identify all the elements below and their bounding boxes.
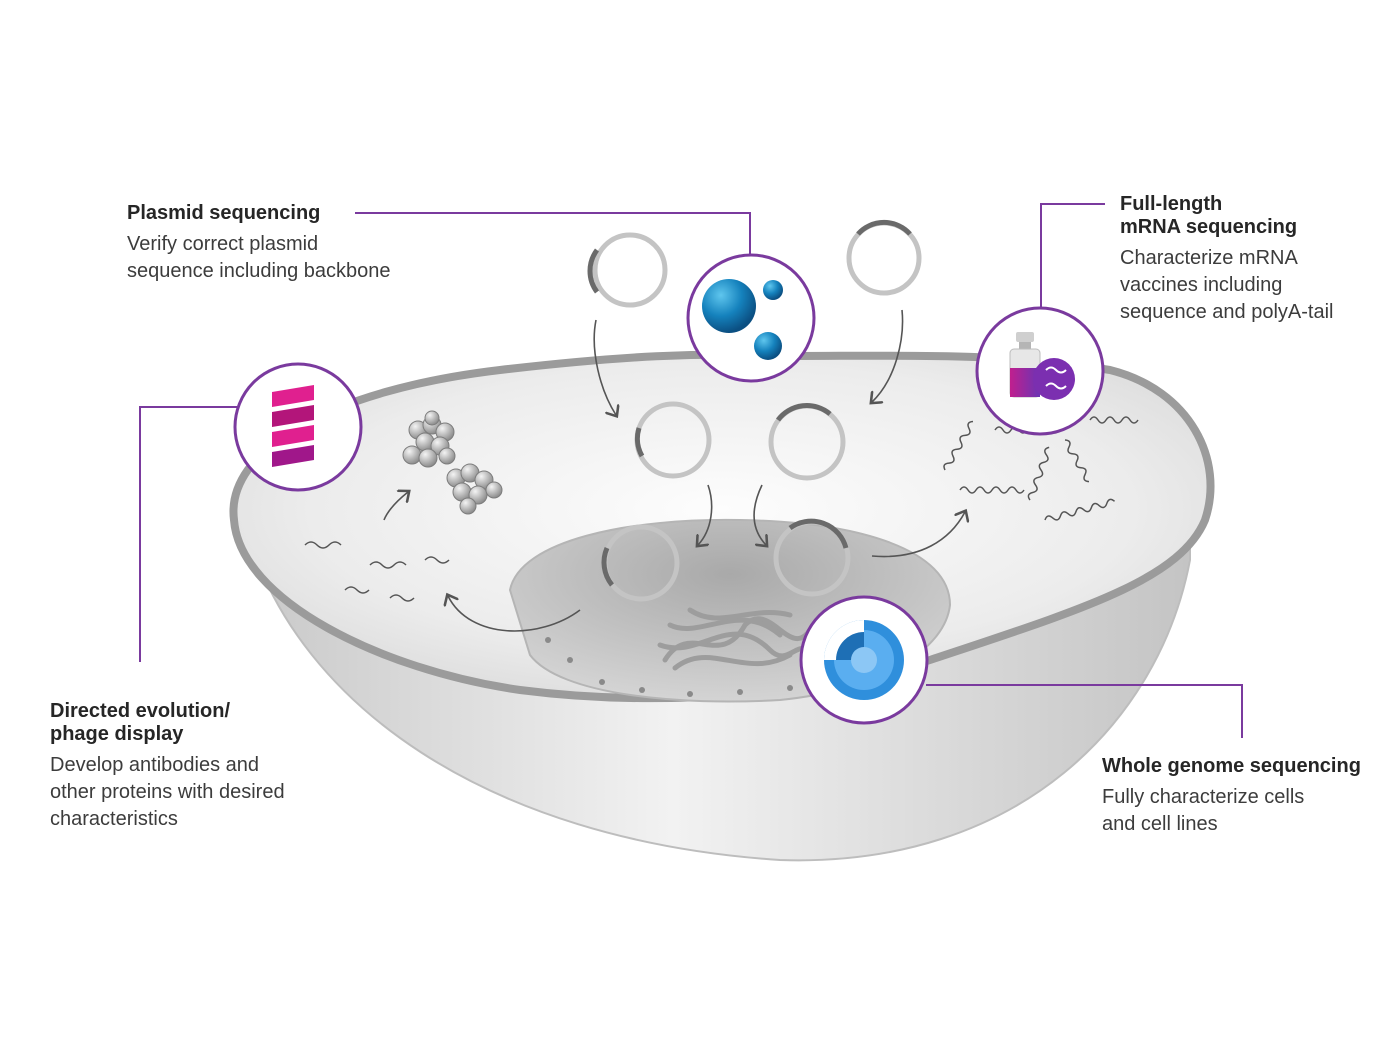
genome-callout: Whole genome sequencing Fully characteri… xyxy=(1102,755,1361,838)
genome-desc-line: Fully characterize cells xyxy=(1102,786,1305,808)
mrna-description: Characterize mRNA vaccines including seq… xyxy=(1120,245,1333,326)
flow-arrows xyxy=(383,309,965,632)
mrna-title: Full-length mRNA sequencing xyxy=(1120,193,1333,239)
genome-description: Fully characterize cells and cell lines xyxy=(1102,784,1361,838)
directed-evolution-callout: Directed evolution/ phage display Develo… xyxy=(50,700,285,833)
plasmid-rings xyxy=(587,219,922,602)
plasmid-desc-line: Verify correct plasmid xyxy=(127,233,319,255)
plasmid-title: Plasmid sequencing xyxy=(127,202,321,224)
mrna-title-line: mRNA sequencing xyxy=(1120,216,1298,238)
mrna-squiggles-left xyxy=(304,541,450,602)
directed-desc-line: Develop antibodies and xyxy=(50,754,260,776)
mrna-desc-line: sequence and polyA-tail xyxy=(1120,301,1334,323)
directed-title-line: Directed evolution/ xyxy=(50,700,231,722)
callout-lines xyxy=(139,203,1243,738)
nucleus-icon xyxy=(799,595,929,725)
directed-desc-line: other proteins with desired xyxy=(50,781,285,803)
helix-icon xyxy=(233,362,363,492)
plasmid-description: Verify correct plasmid sequence includin… xyxy=(127,231,391,285)
directed-desc-line: characteristics xyxy=(50,808,178,830)
directed-title-line: phage display xyxy=(50,723,184,745)
mrna-callout: Full-length mRNA sequencing Characterize… xyxy=(1120,193,1333,326)
directed-evolution-description: Develop antibodies and other proteins wi… xyxy=(50,752,285,833)
mrna-desc-line: Characterize mRNA xyxy=(1120,247,1298,269)
directed-evolution-title: Directed evolution/ phage display xyxy=(50,700,285,746)
genome-desc-line: and cell lines xyxy=(1102,813,1218,835)
vial-icon xyxy=(975,306,1105,436)
nuclear-pores xyxy=(545,637,793,697)
plasmid-desc-line: sequence including backbone xyxy=(127,260,391,282)
protein-clusters xyxy=(402,410,503,515)
plasmid-callout: Plasmid sequencing Verify correct plasmi… xyxy=(127,202,391,285)
beads-icon xyxy=(686,253,816,383)
genome-title: Whole genome sequencing xyxy=(1102,755,1361,777)
mrna-desc-line: vaccines including xyxy=(1120,274,1283,296)
mrna-title-line: Full-length xyxy=(1120,193,1223,215)
